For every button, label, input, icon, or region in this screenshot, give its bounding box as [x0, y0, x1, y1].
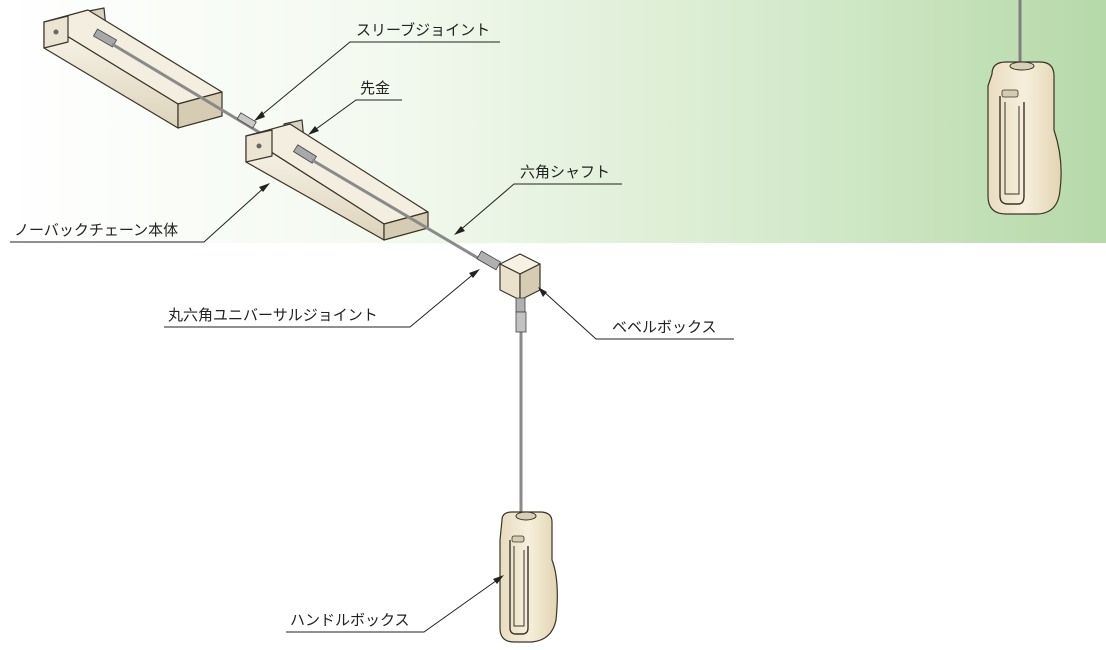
label-sleeve-joint: スリーブジョイント [356, 21, 490, 39]
label-hex-shaft: 六角シャフト [520, 163, 610, 181]
label-tip-fitting: 先金 [360, 79, 390, 97]
label-bevel-box: ベベルボックス [612, 318, 717, 336]
callout-handle-box: ハンドルボックス [286, 575, 504, 633]
hex-shaft [311, 158, 489, 266]
universal-joint [476, 250, 502, 271]
callout-bevel-box: ベベルボックス [538, 287, 734, 340]
handle-box-inset [987, 0, 1062, 215]
callout-no-back-chain-body: ノーバックチェーン本体 [10, 183, 270, 243]
label-no-back-chain-body: ノーバックチェーン本体 [14, 221, 178, 239]
callout-universal-joint: 丸六角ユニバーサルジョイント [164, 269, 480, 328]
label-handle-box: ハンドルボックス [290, 611, 410, 629]
background-banner [0, 0, 1106, 243]
sleeve-joint [236, 112, 257, 129]
callout-tip-fitting: 先金 [308, 79, 402, 135]
label-round-hex-universal-joint: 丸六角ユニバーサルジョイント [168, 306, 378, 324]
handle-box [499, 511, 558, 643]
bevel-box [499, 253, 541, 313]
callout-hex-shaft: 六角シャフト [454, 163, 622, 235]
callout-sleeve-joint: スリーブジョイント [254, 21, 500, 121]
